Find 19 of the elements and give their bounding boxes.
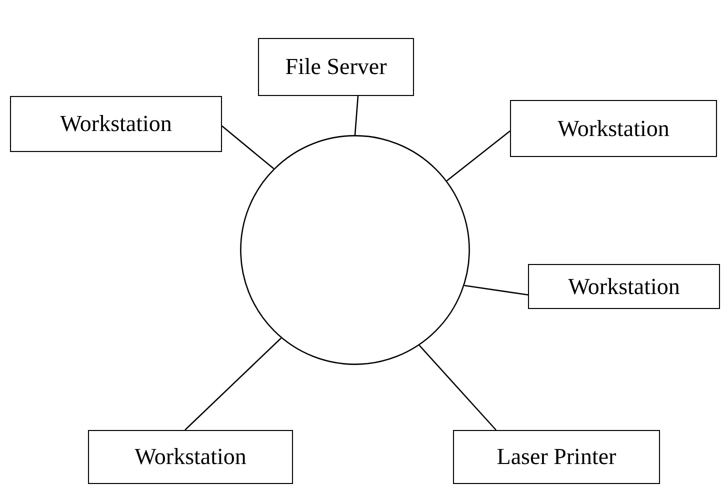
connector-line [418, 344, 496, 430]
node-label: Laser Printer [496, 444, 616, 470]
device-box [510, 100, 717, 157]
connector-line [184, 338, 282, 430]
device-box [453, 430, 660, 484]
device-box [88, 430, 293, 484]
device-box [10, 96, 222, 152]
node-label: Workstation [60, 111, 172, 137]
node-label: Workstation [134, 444, 246, 470]
node-label: Workstation [558, 116, 670, 142]
connector-line [446, 130, 510, 182]
connector-line [354, 96, 359, 136]
node-label: Workstation [568, 274, 680, 300]
node-label: File Server [285, 54, 387, 80]
circle-node [240, 135, 470, 365]
device-box [258, 38, 414, 96]
connector-line [222, 126, 274, 170]
device-box [528, 264, 720, 309]
connector-line [464, 284, 530, 296]
